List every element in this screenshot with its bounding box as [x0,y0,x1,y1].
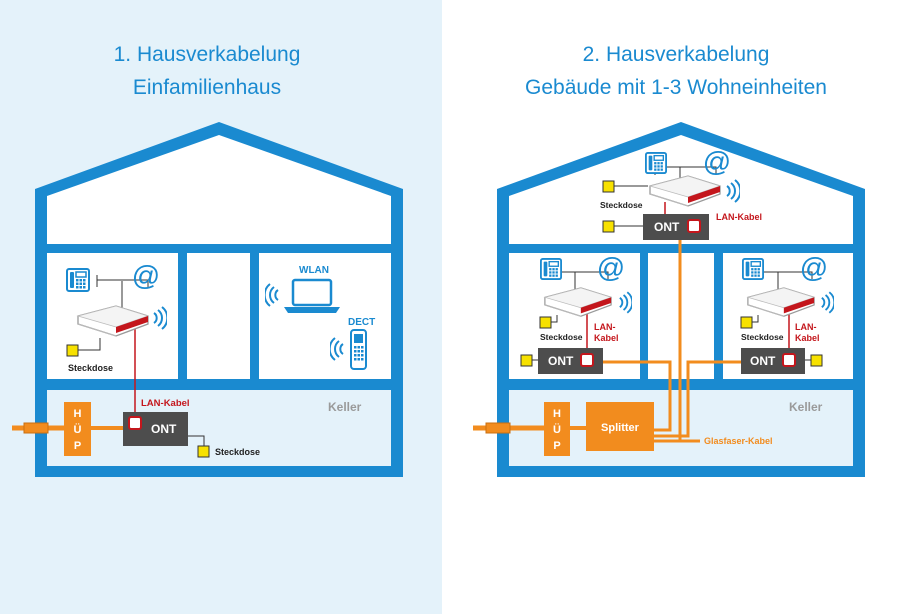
wlan-label: WLAN [299,265,329,276]
right-top-email-at-icon [703,148,731,176]
right-left-email-at-icon [597,254,625,282]
left-email-at-icon [132,262,160,290]
right-hup-u: Ü [553,423,561,436]
left-ont-port-icon [128,416,142,430]
right-left-socket-lower-icon [520,354,533,367]
right-fiber-connector [485,422,511,434]
left-title-line1: 1. Hausverkabelung [113,43,301,66]
right-top-socket-lower-icon [602,220,615,233]
right-right-ont-label: ONT [750,354,776,368]
left-ont-label: ONT [151,422,177,436]
dect-phone-icon [350,329,367,370]
left-hup-h: H [74,408,82,420]
right-title-line2: Gebäude mit 1-3 Wohneinheiten [525,76,827,99]
left-phone-icon [66,268,90,292]
left-title-line2: Einfamilienhaus [132,76,282,99]
left-fiber-connector [23,422,49,434]
left-steckdose-bottom-label: Steckdose [215,447,260,457]
left-keller-label: Keller [328,400,362,414]
right-right-lan-label-2: Kabel [795,333,820,343]
splitter-box [586,402,654,451]
right-top-ont-port-icon [687,219,701,233]
right-right-socket-lower-icon [810,354,823,367]
left-steckdose-top-label: Steckdose [68,363,113,373]
right-hup-h: H [553,408,561,420]
right-left-lan-label-1: LAN- [594,322,616,332]
right-left-ont-label: ONT [548,354,574,368]
left-lan-kabel-label: LAN-Kabel [141,398,190,409]
dect-label: DECT [348,317,375,328]
right-top-ont-label: ONT [654,220,680,234]
right-right-ont-port-icon [782,353,796,367]
glasfaser-kabel-label: Glasfaser-Kabel [704,436,773,446]
left-title: 1. Hausverkabelung Einfamilienhaus [7,38,407,104]
right-hup-p: P [553,440,560,452]
right-right-lan-label-1: LAN- [795,322,817,332]
right-top-phone-icon [645,152,667,174]
left-hup-u: Ü [74,423,82,436]
right-title: 2. Hausverkabelung Gebäude mit 1-3 Wohne… [476,38,876,104]
right-left-ont-port-icon [580,353,594,367]
right-left-lan-label-2: Kabel [594,333,619,343]
right-keller-label: Keller [789,400,823,414]
right-hup-box [544,402,570,456]
right-title-line1: 2. Hausverkabelung [582,43,770,66]
right-right-phone-icon [742,258,764,280]
right-right-steckdose-label: Steckdose [741,332,784,342]
left-top-socket-icon [66,344,79,357]
right-left-steckdose-label: Steckdose [540,332,583,342]
left-bottom-socket-cable [188,435,205,449]
left-hup-box [64,402,91,456]
left-bottom-socket-icon [197,445,210,458]
splitter-label: Splitter [601,422,640,434]
right-top-socket-upper-icon [602,180,615,193]
right-left-socket-upper-icon [539,316,552,329]
left-top-socket-cable [73,338,101,351]
left-hup-p: P [74,440,81,452]
right-right-email-at-icon [800,254,828,282]
laptop-icon [284,278,340,313]
right-top-steckdose-label: Steckdose [600,200,643,210]
right-top-lan-kabel-label: LAN-Kabel [716,212,762,222]
right-left-phone-icon [540,258,562,280]
right-right-socket-upper-icon [740,316,753,329]
